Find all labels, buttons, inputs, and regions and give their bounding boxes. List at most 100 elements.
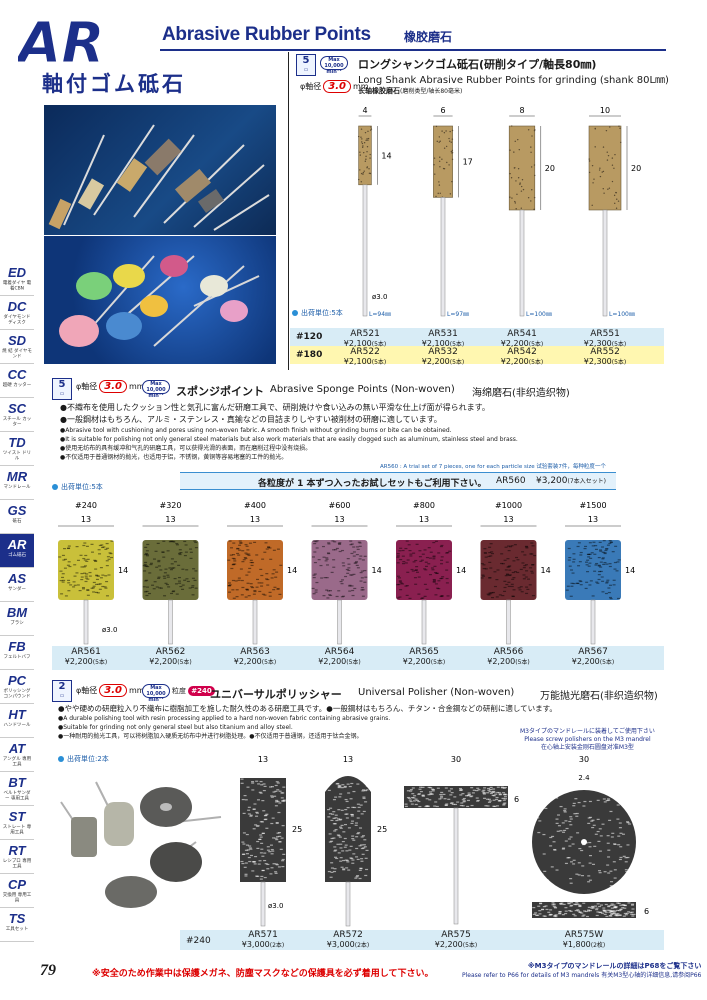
texture-dot — [439, 184, 440, 185]
texture-mark — [399, 559, 402, 560]
texture-mark — [570, 596, 573, 597]
sidebar-item-as[interactable]: ASサンダー — [0, 568, 34, 602]
texture-dot — [438, 141, 439, 142]
texture-mark — [508, 570, 511, 571]
texture-mark — [486, 792, 489, 793]
texture-mark — [399, 589, 402, 590]
sec2-shank-dia: ø3.0 — [102, 626, 117, 634]
texture-mark — [419, 789, 422, 790]
texture-mark — [325, 557, 328, 558]
texture-mark — [396, 557, 399, 558]
sidebar-item-ed[interactable]: ED電着ダイヤ 電着CBN — [0, 262, 34, 296]
texture-mark — [618, 883, 621, 884]
sidebar-item-at[interactable]: ATアングル 専用工具 — [0, 738, 34, 772]
texture-mark — [459, 788, 462, 789]
texture-mark — [101, 575, 104, 576]
sidebar-item-st[interactable]: STストレート 専用工具 — [0, 806, 34, 840]
texture-mark — [594, 564, 597, 565]
product-price: ¥2,200(5本) — [487, 357, 557, 367]
texture-mark — [67, 565, 70, 566]
page-title-cn: 橡胶磨石 — [404, 28, 452, 45]
texture-dot — [514, 201, 515, 202]
texture-mark — [460, 805, 463, 806]
texture-mark — [583, 801, 586, 802]
texture-mark — [424, 549, 427, 550]
texture-mark — [351, 543, 354, 544]
texture-mark — [414, 560, 417, 561]
texture-mark — [342, 831, 345, 832]
sidebar-item-cp[interactable]: CP交換用 専用工具 — [0, 874, 34, 908]
texture-mark — [414, 577, 417, 578]
texture-mark — [181, 589, 184, 590]
texture-mark — [440, 596, 443, 597]
texture-mark — [491, 553, 494, 554]
texture-mark — [471, 805, 474, 806]
texture-mark — [529, 553, 532, 554]
sidebar-item-sc[interactable]: SCスチール カッター — [0, 398, 34, 432]
texture-mark — [82, 545, 85, 546]
sidebar-item-mr[interactable]: MRマンドレール — [0, 466, 34, 500]
sidebar-item-ts[interactable]: TS工具セット — [0, 908, 34, 942]
texture-mark — [599, 872, 602, 873]
sidebar-item-ar[interactable]: ARゴム砥石 — [0, 534, 34, 568]
sidebar-item-ht[interactable]: HTハンドツール — [0, 704, 34, 738]
sidebar-item-pc[interactable]: PCポリッシング コンパウンド — [0, 670, 34, 704]
texture-mark — [253, 594, 256, 595]
texture-mark — [327, 809, 330, 810]
texture-mark — [269, 873, 272, 874]
texture-mark — [440, 546, 443, 547]
sidebar-item-sd[interactable]: SD焼 結 ダイヤモンド — [0, 330, 34, 364]
texture-mark — [335, 817, 338, 818]
texture-mark — [253, 861, 256, 862]
texture-dot — [607, 152, 608, 153]
texture-mark — [260, 582, 263, 583]
sidebar-item-rt[interactable]: RTレシプロ 専用工具 — [0, 840, 34, 874]
texture-mark — [501, 595, 504, 596]
texture-mark — [327, 543, 330, 544]
texture-mark — [600, 835, 603, 836]
texture-mark — [336, 783, 339, 784]
texture-mark — [352, 853, 355, 854]
texture-mark — [563, 810, 566, 811]
texture-mark — [619, 914, 622, 915]
texture-mark — [568, 557, 571, 558]
texture-mark — [499, 794, 502, 795]
sidebar-item-dc[interactable]: DCダイヤモンド ディスク — [0, 296, 34, 330]
texture-mark — [270, 845, 273, 846]
texture-dot — [367, 140, 368, 141]
texture-dot — [608, 155, 609, 156]
texture-mark — [249, 816, 252, 817]
category-sidebar: ED電着ダイヤ 電着CBNDCダイヤモンド ディスクSD焼 結 ダイヤモンドCC… — [0, 262, 34, 942]
sec3-shank — [346, 882, 350, 926]
texture-mark — [357, 859, 360, 860]
texture-mark — [576, 583, 579, 584]
texture-mark — [399, 548, 402, 549]
sidebar-item-bm[interactable]: BMブラシ — [0, 602, 34, 636]
texture-mark — [89, 572, 92, 573]
texture-mark — [270, 823, 273, 824]
sec1-dia-label: 6 — [440, 106, 445, 115]
texture-mark — [348, 850, 351, 851]
texture-mark — [532, 545, 535, 546]
texture-mark — [514, 544, 517, 545]
texture-dot — [511, 125, 512, 126]
texture-mark — [570, 911, 573, 912]
sidebar-item-td[interactable]: TDツイスト ドリル — [0, 432, 34, 466]
texture-mark — [475, 790, 478, 791]
texture-dot — [364, 142, 365, 143]
texture-mark — [588, 566, 591, 567]
texture-mark — [62, 559, 65, 560]
texture-dot — [362, 145, 363, 146]
texture-mark — [515, 557, 518, 558]
sidebar-item-gs[interactable]: GS砥石 — [0, 500, 34, 534]
texture-dot — [366, 151, 367, 152]
texture-mark — [163, 578, 166, 579]
texture-dot — [521, 186, 522, 187]
sidebar-item-fb[interactable]: FBフェルトバフ — [0, 636, 34, 670]
texture-mark — [446, 582, 449, 583]
sidebar-item-bt[interactable]: BTベルトサンダー 専用工具 — [0, 772, 34, 806]
texture-mark — [573, 860, 576, 861]
texture-mark — [273, 587, 276, 588]
texture-mark — [338, 786, 341, 787]
sidebar-item-cc[interactable]: CC超硬 カッター — [0, 364, 34, 398]
